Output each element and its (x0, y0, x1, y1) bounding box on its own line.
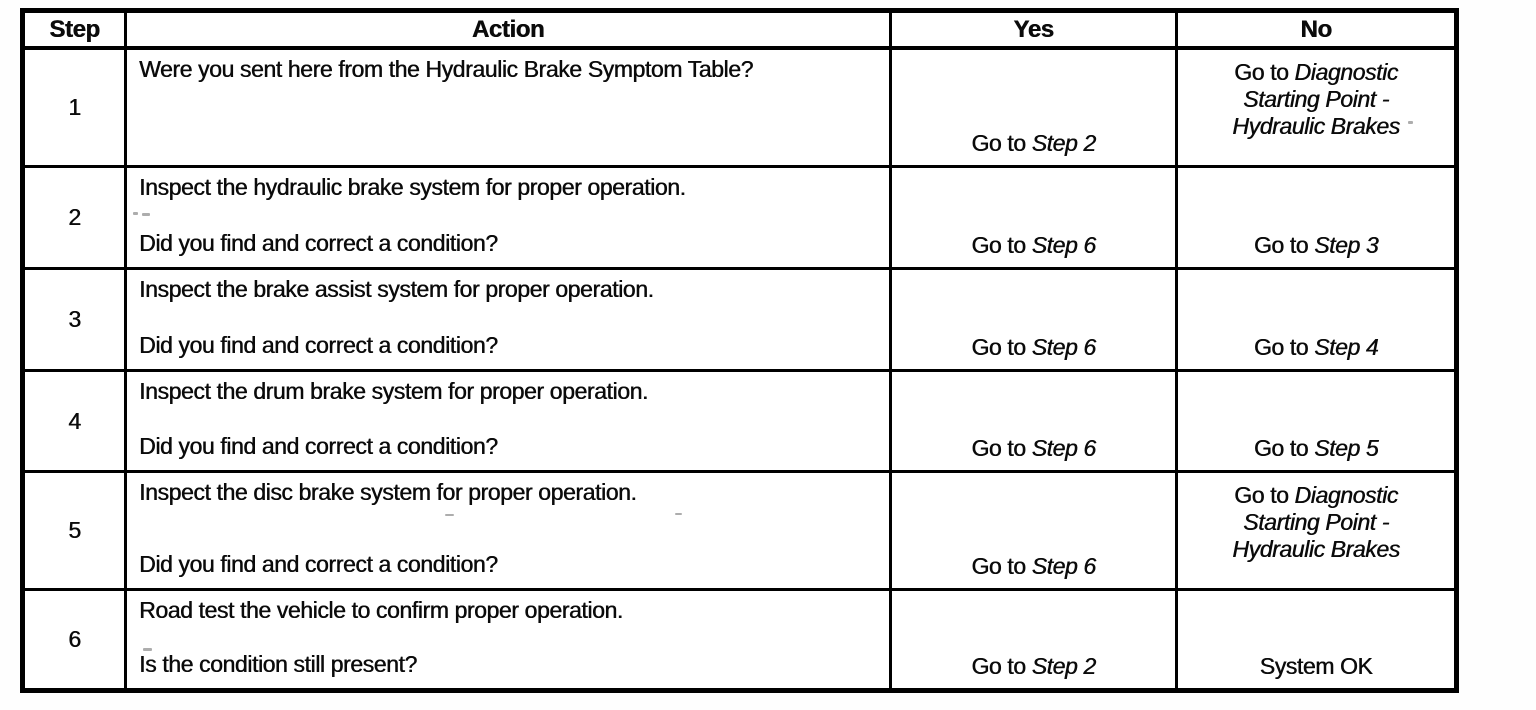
action-line-1: Inspect the brake assist system for prop… (139, 276, 654, 302)
no-value-line: Hydraulic Brakes (1232, 536, 1400, 562)
yes-value: Go to Step 6 (971, 435, 1096, 461)
header-label-step: Step (49, 15, 100, 43)
cell-step-2: 2 (25, 168, 127, 270)
action-line-1: Inspect the hydraulic brake system for p… (139, 174, 686, 200)
cell-action-2: Inspect the hydraulic brake system for p… (127, 168, 892, 270)
yes-value: Go to Step 6 (971, 232, 1096, 258)
cell-step-4: 4 (25, 372, 127, 473)
yes-value: Go to Step 6 (971, 553, 1096, 579)
no-value-line: Starting Point - (1243, 509, 1389, 535)
action-line-1: Inspect the drum brake system for proper… (139, 378, 648, 404)
header-cell-yes: Yes (892, 13, 1178, 50)
cell-step-6: 6 (25, 591, 127, 688)
yes-value: Go to Step 6 (971, 334, 1096, 360)
header-cell-no: No (1178, 13, 1454, 50)
action-line-2: Is the condition still present? (139, 651, 417, 677)
action-line-1: Were you sent here from the Hydraulic Br… (139, 56, 753, 82)
no-value-line: Hydraulic Brakes (1232, 113, 1400, 139)
no-value-line: Go to Diagnostic (1234, 59, 1398, 85)
header-label-no: No (1300, 15, 1332, 43)
cell-yes-6: Go to Step 2 (892, 591, 1178, 688)
step-number: 2 (68, 204, 81, 230)
header-label-action: Action (471, 15, 545, 43)
step-number: 4 (68, 407, 81, 434)
scan-speck (143, 648, 152, 651)
no-value: Go to Step 4 (1253, 334, 1379, 360)
cell-action-6: Road test the vehicle to confirm proper … (127, 591, 892, 688)
cell-action-3: Inspect the brake assist system for prop… (127, 270, 892, 372)
cell-step-5: 5 (25, 473, 127, 591)
yes-value: Go to Step 2 (971, 653, 1096, 679)
no-value: Go to Step 3 (1253, 232, 1379, 258)
no-value-line: Starting Point - (1243, 86, 1389, 112)
scan-speck (445, 514, 454, 516)
cell-no-4: Go to Step 5 (1178, 372, 1454, 473)
header-label-yes: Yes (1013, 15, 1054, 43)
cell-no-3: Go to Step 4 (1178, 270, 1454, 372)
cell-no-6: System OK (1178, 591, 1454, 688)
yes-value: Go to Step 2 (971, 130, 1096, 156)
step-number: 5 (68, 517, 81, 543)
action-line-2: Did you find and correct a condition? (139, 332, 498, 358)
action-line-2: Did you find and correct a condition? (139, 230, 498, 256)
cell-action-4: Inspect the drum brake system for proper… (127, 372, 892, 473)
cell-no-2: Go to Step 3 (1178, 168, 1454, 270)
no-value: Go to Step 5 (1253, 435, 1379, 461)
cell-yes-5: Go to Step 6 (892, 473, 1178, 591)
cell-yes-2: Go to Step 6 (892, 168, 1178, 270)
scan-speck (133, 212, 138, 215)
cell-no-5: Go to Diagnostic Starting Point - Hydrau… (1178, 473, 1454, 591)
action-line-2: Did you find and correct a condition? (139, 551, 498, 577)
step-number: 3 (68, 306, 81, 332)
cell-no-1: Go to Diagnostic Starting Point - Hydrau… (1178, 50, 1454, 168)
cell-action-1: Were you sent here from the Hydraulic Br… (127, 50, 892, 168)
scan-speck (142, 213, 150, 216)
no-value-line: Go to Diagnostic (1234, 482, 1398, 508)
action-line-2: Did you find and correct a condition? (139, 433, 498, 459)
header-cell-action: Action (127, 13, 892, 50)
cell-action-5: Inspect the disc brake system for proper… (127, 473, 892, 591)
step-number: 1 (68, 94, 81, 120)
diagnostic-table: Step Action Yes No 1 Were you sent here … (20, 8, 1459, 693)
action-line-1: Inspect the disc brake system for proper… (139, 479, 637, 505)
action-line-1: Road test the vehicle to confirm proper … (139, 597, 623, 623)
scan-speck (1408, 121, 1413, 124)
cell-yes-1: Go to Step 2 (892, 50, 1178, 168)
no-value: System OK (1259, 653, 1373, 679)
header-cell-step: Step (25, 13, 127, 50)
step-number: 6 (68, 626, 81, 652)
cell-step-3: 3 (25, 270, 127, 372)
cell-step-1: 1 (25, 50, 127, 168)
scan-speck (675, 513, 682, 515)
cell-yes-3: Go to Step 6 (892, 270, 1178, 372)
cell-yes-4: Go to Step 6 (892, 372, 1178, 473)
